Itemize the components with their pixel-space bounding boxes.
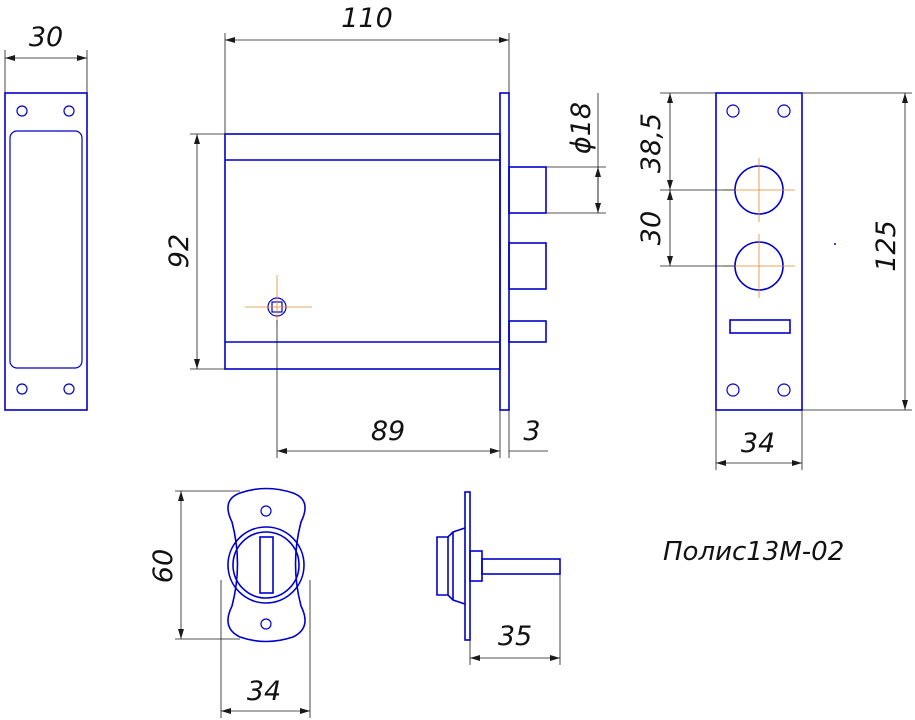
cylinder-view: 35 <box>436 491 561 665</box>
model-name: Полис13М-02 <box>663 537 844 567</box>
dim-hole-spacing: 30 <box>636 211 667 245</box>
dim-plate-height: 125 <box>871 220 902 272</box>
dim-hole-offset: 38,5 <box>636 113 667 173</box>
plate-view: 38,5 30 125 34 <box>636 92 912 470</box>
dim-bolt-diameter: ϕ18 <box>566 102 597 154</box>
dim-plate-width: 34 <box>741 428 775 459</box>
dim-escutcheon-height: 60 <box>148 549 179 583</box>
dim-body-length: 110 <box>341 3 393 34</box>
dim-side-width: 30 <box>29 22 63 53</box>
dim-body-height: 92 <box>164 234 195 268</box>
escutcheon-view: 60 34 <box>148 487 311 718</box>
dim-cylinder-length: 35 <box>498 621 532 652</box>
dim-plate-thickness: 3 <box>523 416 540 447</box>
dim-escutcheon-width: 34 <box>247 676 281 707</box>
side-view: 30 <box>4 22 88 411</box>
front-view: 110 92 ϕ18 89 3 <box>164 3 606 458</box>
dim-case-depth: 89 <box>371 416 405 447</box>
